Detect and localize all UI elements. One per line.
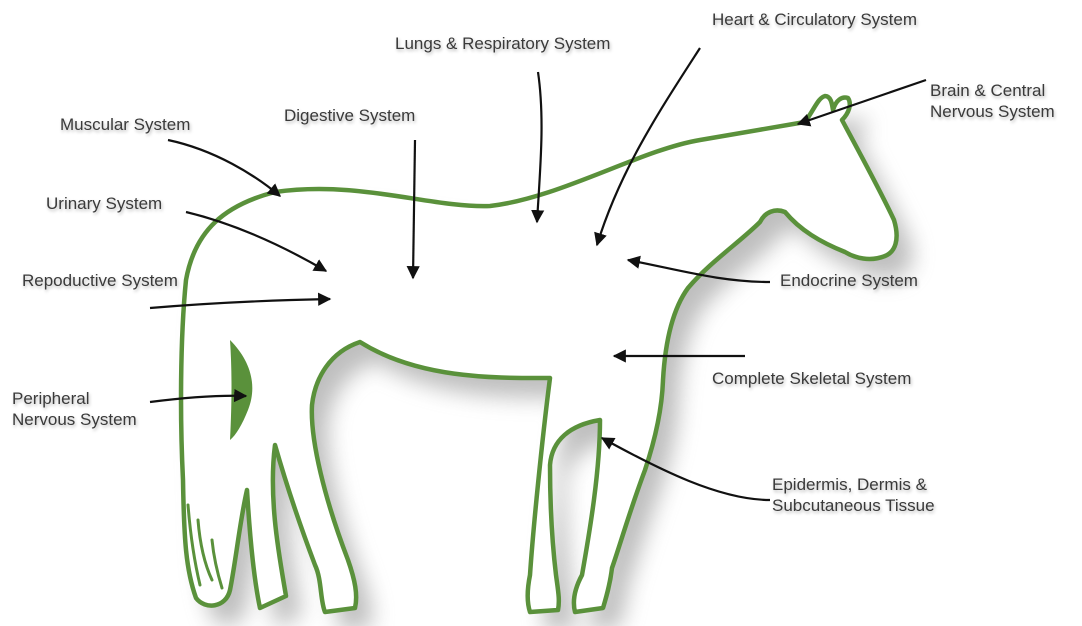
label-reproductive-text: Repoductive System bbox=[22, 270, 178, 291]
label-peripheral-line2: Nervous System bbox=[12, 409, 137, 430]
label-peripheral-line1: Peripheral bbox=[12, 388, 137, 409]
label-brain-line1: Brain & Central bbox=[930, 80, 1055, 101]
label-skeletal-text: Complete Skeletal System bbox=[712, 368, 911, 389]
label-peripheral-nervous: Peripheral Nervous System bbox=[12, 388, 137, 430]
label-endocrine: Endocrine System bbox=[780, 270, 918, 291]
label-brain-central-nervous: Brain & Central Nervous System bbox=[930, 80, 1055, 122]
label-lungs-respiratory: Lungs & Respiratory System bbox=[395, 33, 610, 54]
label-muscular: Muscular System bbox=[60, 114, 190, 135]
label-reproductive: Repoductive System bbox=[22, 270, 178, 291]
label-heart-text: Heart & Circulatory System bbox=[712, 9, 917, 30]
label-skeletal: Complete Skeletal System bbox=[712, 368, 911, 389]
label-brain-line2: Nervous System bbox=[930, 101, 1055, 122]
label-muscular-text: Muscular System bbox=[60, 114, 190, 135]
label-digestive: Digestive System bbox=[284, 105, 415, 126]
label-urinary-text: Urinary System bbox=[46, 193, 162, 214]
label-endocrine-text: Endocrine System bbox=[780, 270, 918, 291]
arrow-muscular bbox=[168, 140, 280, 196]
label-heart-circulatory: Heart & Circulatory System bbox=[712, 9, 917, 30]
label-epidermis-line2: Subcutaneous Tissue bbox=[772, 495, 935, 516]
label-epidermis-dermis: Epidermis, Dermis & Subcutaneous Tissue bbox=[772, 474, 935, 516]
label-lungs-text: Lungs & Respiratory System bbox=[395, 33, 610, 54]
label-epidermis-line1: Epidermis, Dermis & bbox=[772, 474, 935, 495]
label-urinary: Urinary System bbox=[46, 193, 162, 214]
label-digestive-text: Digestive System bbox=[284, 105, 415, 126]
